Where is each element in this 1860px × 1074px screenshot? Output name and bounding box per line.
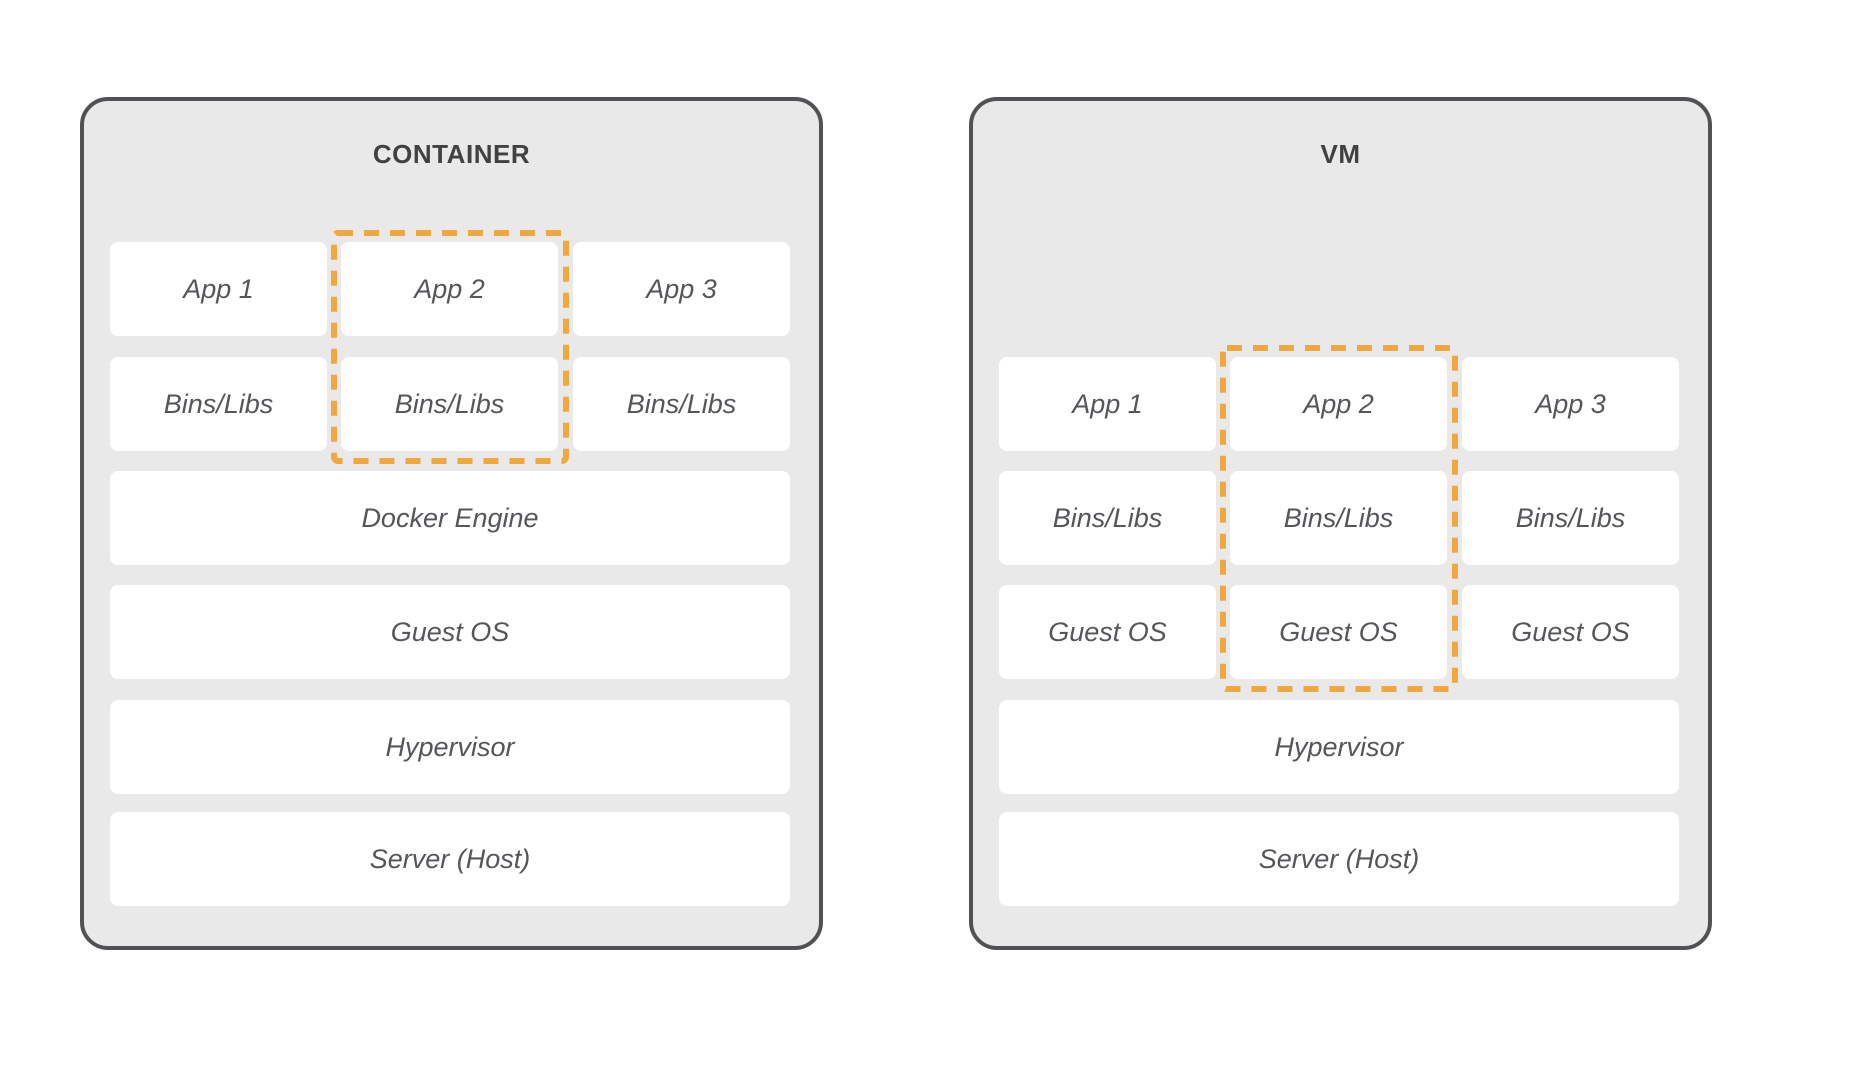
container-bins-libs-2-box: Bins/Libs (341, 357, 558, 451)
vm-app-1-box: App 1 (999, 357, 1216, 451)
container-hypervisor-box: Hypervisor (110, 700, 790, 794)
container-panel-title: CONTAINER (372, 139, 531, 169)
container-bins-libs-3-box: Bins/Libs (573, 357, 790, 451)
vm-hypervisor-box: Hypervisor (999, 700, 1679, 794)
container-app-3-box: App 3 (573, 242, 790, 336)
vm-bins-libs-2-box: Bins/Libs (1230, 471, 1447, 565)
vm-bins-libs-3-box: Bins/Libs (1462, 471, 1679, 565)
container-app-2-box: App 2 (341, 242, 558, 336)
vm-app-3-box: App 3 (1462, 357, 1679, 451)
vm-guest-os-3-box: Guest OS (1462, 585, 1679, 679)
vm-guest-os-1-box: Guest OS (999, 585, 1216, 679)
vm-panel: VM App 1 App 2 App 3 Bins/Libs Bins/Libs… (969, 97, 1712, 950)
container-server-host-box: Server (Host) (110, 812, 790, 906)
vm-app-2-box: App 2 (1230, 357, 1447, 451)
container-guest-os-box: Guest OS (110, 585, 790, 679)
container-app-1-box: App 1 (110, 242, 327, 336)
vm-guest-os-2-box: Guest OS (1230, 585, 1447, 679)
container-panel: CONTAINER App 1 App 2 App 3 Bins/Libs Bi… (80, 97, 823, 950)
vm-bins-libs-1-box: Bins/Libs (999, 471, 1216, 565)
docker-engine-box: Docker Engine (110, 471, 790, 565)
vm-panel-title: VM (1320, 139, 1361, 169)
container-bins-libs-1-box: Bins/Libs (110, 357, 327, 451)
vm-server-host-box: Server (Host) (999, 812, 1679, 906)
